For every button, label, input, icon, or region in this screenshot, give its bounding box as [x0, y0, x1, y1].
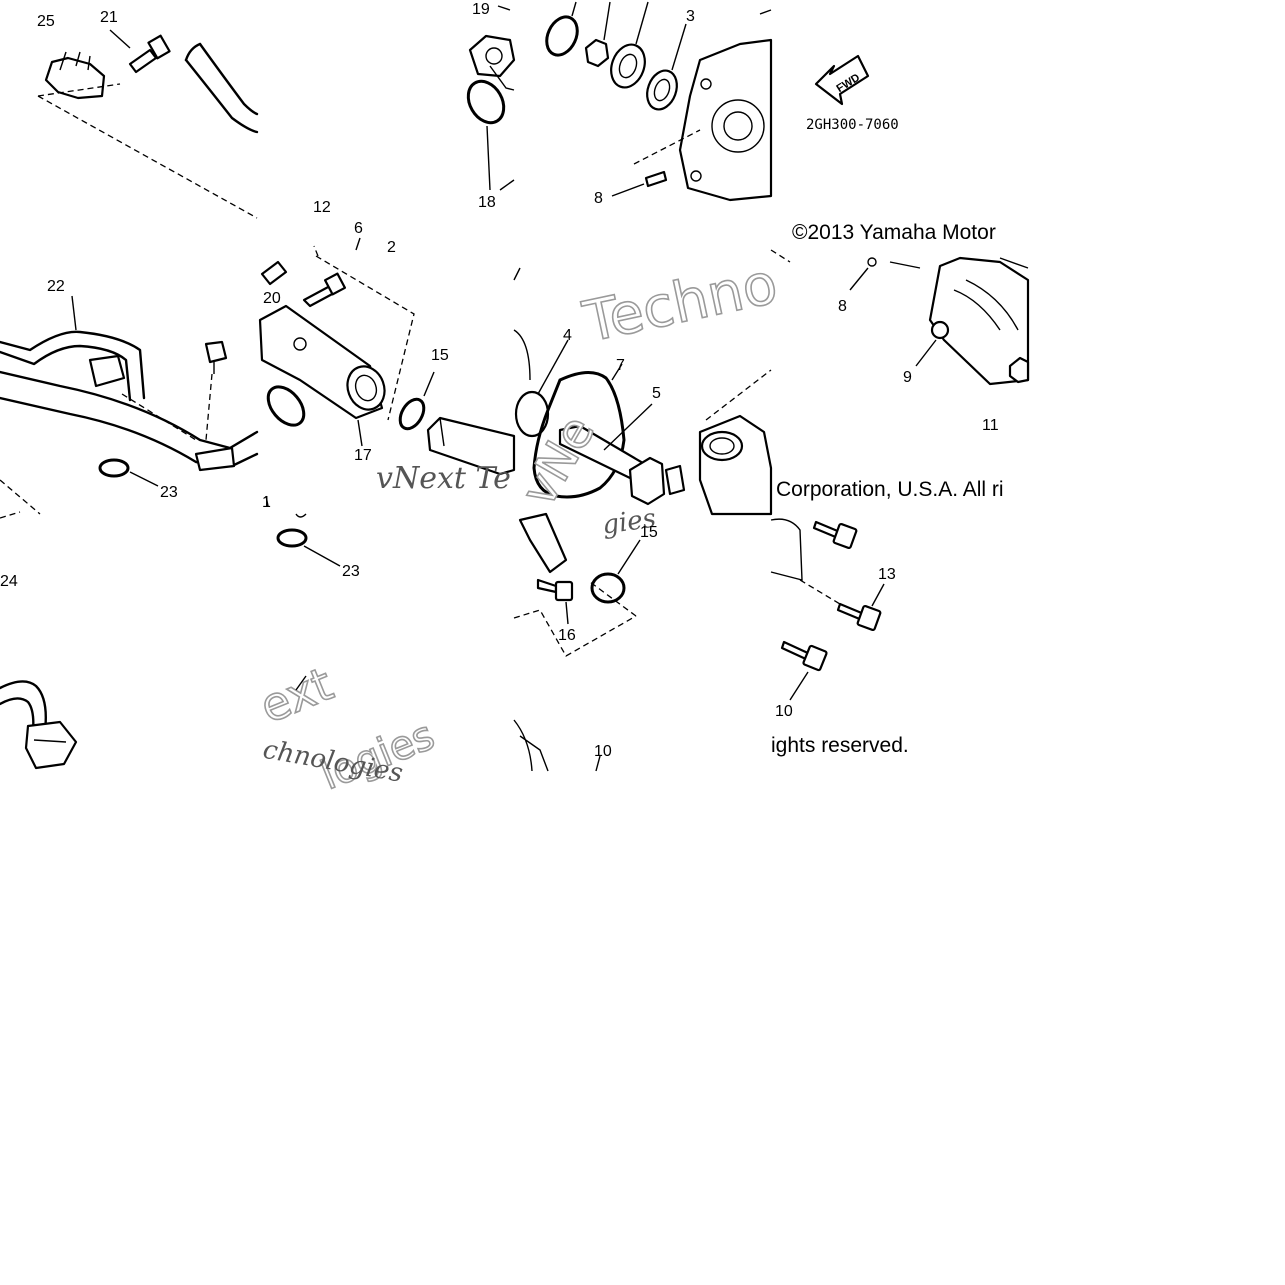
part-number-21: 21: [100, 9, 118, 26]
copyright-line-2: Corporation, U.S.A. All ri: [776, 478, 1004, 501]
part-number-15b: 15: [640, 524, 658, 541]
o-ring-mid: [266, 385, 306, 427]
dowel-pin-8: [644, 170, 668, 188]
part-number-15a: 15: [431, 347, 449, 364]
o-ring-23b: [276, 528, 308, 548]
o-ring-18: [466, 79, 506, 125]
part-number-3: 3: [686, 8, 695, 25]
tile-bottom-fourth: ights reserved.: [770, 518, 909, 757]
bearing: [610, 43, 646, 89]
nut-small: [584, 38, 610, 68]
tile-bottom-left: [0, 511, 78, 770]
water-pipe-24: [0, 680, 47, 740]
tile-top-third: [545, 1, 773, 202]
part-number-20: 20: [263, 290, 281, 307]
part-number-4: 4: [563, 327, 572, 344]
o-ring-15a: [398, 397, 426, 431]
o-ring-top: [545, 15, 579, 57]
part-number-2: 2: [387, 239, 396, 256]
fwd-arrow: [814, 54, 870, 106]
watermark-gies: gies: [600, 504, 657, 541]
part-number-23a: 23: [160, 484, 178, 501]
o-ring-15b: [590, 572, 626, 604]
hose-upper: [184, 58, 259, 134]
part-number-6: 6: [354, 220, 363, 237]
part-number-10a: 10: [775, 703, 793, 720]
part-number-8b: 8: [838, 298, 847, 315]
bolt-16: [536, 578, 558, 594]
part-number-10b: 10: [594, 743, 612, 760]
part-number-12: 12: [313, 199, 331, 216]
tile-bottom-second: ext logies chnologies: [252, 495, 442, 800]
tile-top-fourth: FWD 2GH300-7060 ©2013 Yamaha Motor: [792, 54, 996, 244]
tile-middle-second: vNext Te: [258, 237, 516, 496]
part-number-11: 11: [982, 417, 999, 434]
part-number-5: 5: [652, 385, 661, 402]
part-number-22: 22: [47, 278, 65, 295]
bolt-small: [204, 340, 228, 364]
part-number-24: 24: [0, 573, 18, 590]
part-number-16: 16: [558, 627, 576, 644]
part-number-13: 13: [878, 566, 896, 583]
part-number-9: 9: [903, 369, 912, 386]
watermark-vnext-2: vNext Te: [376, 461, 511, 496]
watermark-ext: ext: [252, 656, 340, 733]
tile-top-left: [37, 29, 259, 219]
tile-middle-third: Techno vNe gies: [510, 250, 784, 541]
gasket-7: [532, 371, 626, 499]
oil-seal-3: [646, 69, 678, 111]
clamp-bracket: [44, 56, 106, 100]
part-number-23b: 23: [342, 563, 360, 580]
diagram-code: 2GH300-7060: [806, 117, 899, 133]
part-number-25: 25: [37, 13, 55, 30]
tile-bottom-third: [513, 512, 641, 772]
copyright-line-1: ©2013 Yamaha Motor: [792, 221, 996, 244]
copyright-line-3: ights reserved.: [771, 734, 909, 757]
tile-middle-fourth: Corporation, U.S.A. All ri: [770, 249, 1030, 501]
bolt-upper: [260, 260, 288, 286]
watermark-techno: Techno: [578, 251, 783, 355]
pipe-lower: [518, 512, 568, 574]
tile-top-second: [466, 5, 516, 191]
part-number-19: 19: [472, 1, 490, 18]
part-number-17: 17: [354, 447, 372, 464]
tile-middle-left: [0, 295, 259, 515]
water-pipe-22: [0, 330, 146, 400]
part-number-7: 7: [616, 357, 625, 374]
o-ring-23a: [98, 458, 130, 478]
housing-outlet: [698, 414, 773, 516]
part-number-labels: 25 21 19 3 18 8 12 6 2 20 22 15 17 23 4 …: [0, 1, 999, 760]
bolt-21: [128, 48, 158, 74]
part-number-8a: 8: [594, 190, 603, 207]
part-number-1: 1: [262, 494, 271, 511]
part-number-18: 18: [478, 194, 496, 211]
nut-11: [1008, 356, 1030, 384]
